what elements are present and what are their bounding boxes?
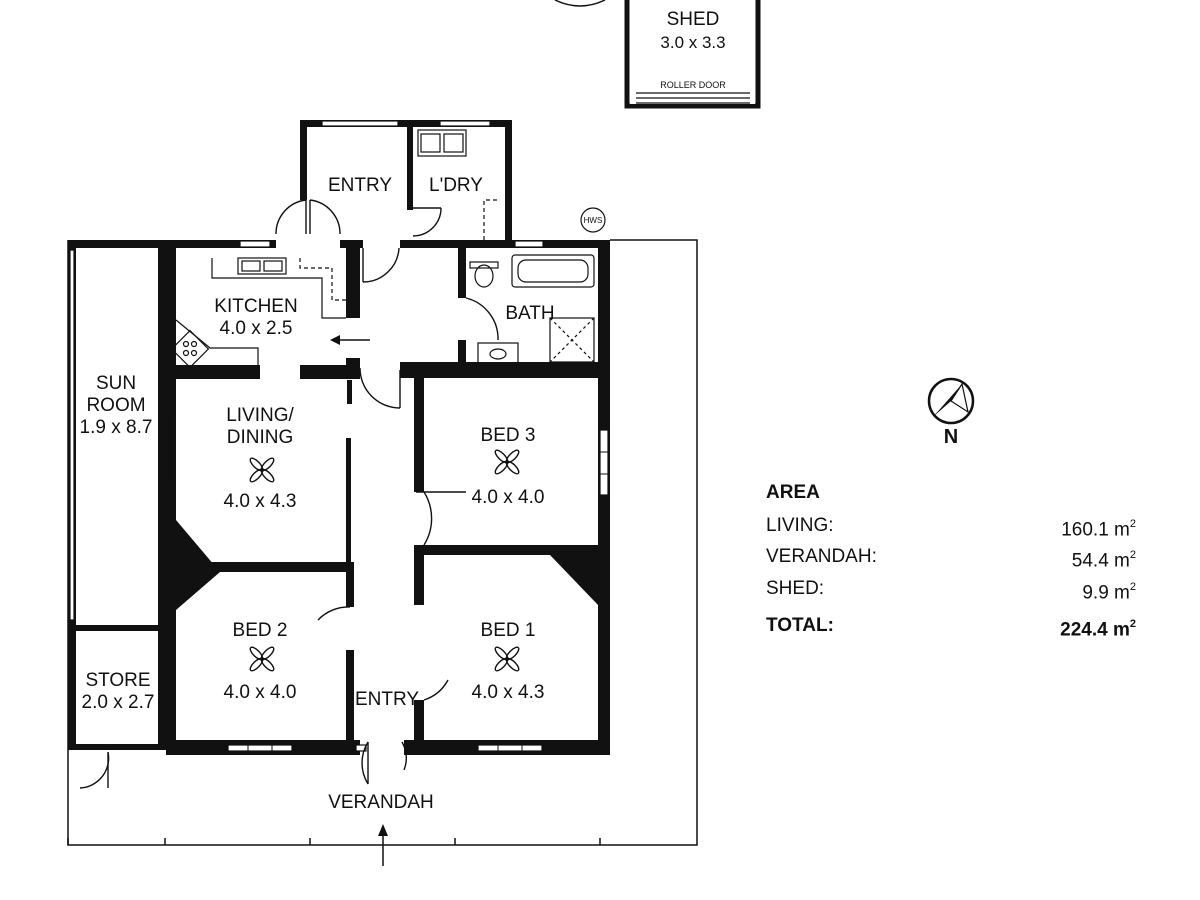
area-row-total: TOTAL: 224.4 m2 [766, 612, 1136, 643]
sunroom-size: 1.9 x 8.7 [80, 417, 153, 438]
kitchen-size: 4.0 x 2.5 [220, 318, 293, 339]
area-row-verandah: VERANDAH: 54.4 m2 [766, 543, 1136, 574]
doors [79, 199, 499, 789]
compass: N [927, 377, 975, 448]
bed1-size: 4.0 x 4.3 [472, 682, 545, 703]
sunroom-label-line1: SUN [96, 373, 136, 394]
ceiling-fan-icon [247, 644, 277, 674]
area-row-value: 9.9 m2 [1082, 580, 1136, 603]
windows [69, 120, 609, 752]
entry-rear-label: ENTRY [328, 175, 392, 196]
living-label-line1: LIVING/ [226, 405, 294, 426]
area-total-label: TOTAL: [766, 614, 834, 636]
shed-walls [624, 0, 761, 109]
ceiling-fan-icon [247, 455, 277, 485]
sunroom-label-line2: ROOM [86, 395, 145, 416]
area-summary: AREA LIVING: 160.1 m2 VERANDAH: 54.4 m2 … [766, 482, 1136, 643]
store-size: 2.0 x 2.7 [82, 692, 155, 713]
living-size: 4.0 x 4.3 [224, 491, 297, 512]
entry-front-label: ENTRY [355, 689, 419, 710]
fixtures [170, 129, 606, 369]
area-row-label: LIVING: [766, 515, 834, 536]
area-total-value: 224.4 m2 [1060, 617, 1136, 641]
area-row-label: SHED: [766, 577, 825, 599]
north-label: N [944, 426, 958, 448]
bed2-label: BED 2 [233, 620, 288, 641]
arrow-left-icon [330, 335, 340, 345]
area-row-living: LIVING: 160.1 m2 [766, 512, 1136, 543]
shed-arc [554, 0, 606, 7]
area-row-value: 160.1 m2 [1061, 518, 1136, 541]
area-row-shed: SHED: 9.9 m2 [766, 575, 1136, 606]
area-row-value: 54.4 m2 [1071, 549, 1136, 572]
bed3-size: 4.0 x 4.0 [472, 487, 545, 508]
verandah-label: VERANDAH [328, 792, 434, 813]
living-label-line2: DINING [227, 427, 294, 448]
hws-label: HWS [584, 216, 603, 225]
bed3-label: BED 3 [481, 425, 536, 446]
ceiling-fan-icon [492, 644, 522, 674]
bed1-label: BED 1 [481, 620, 536, 641]
shed-label: SHED [667, 9, 720, 30]
area-row-label: VERANDAH: [766, 546, 877, 568]
ceiling-fan-icon [492, 447, 522, 477]
store-label: STORE [85, 670, 150, 691]
shed-size: 3.0 x 3.3 [660, 33, 725, 52]
area-title: AREA [766, 482, 820, 503]
entry-arrow-icon [378, 824, 388, 836]
laundry-label: L'DRY [429, 175, 483, 196]
kitchen-label: KITCHEN [214, 296, 297, 317]
bed2-size: 4.0 x 4.0 [224, 682, 297, 703]
window-mullions [247, 451, 608, 751]
shed: SHED 3.0 x 3.3 ROLLER DOOR [554, 0, 761, 109]
roller-door-label: ROLLER DOOR [660, 80, 726, 90]
bath-label: BATH [505, 303, 554, 324]
